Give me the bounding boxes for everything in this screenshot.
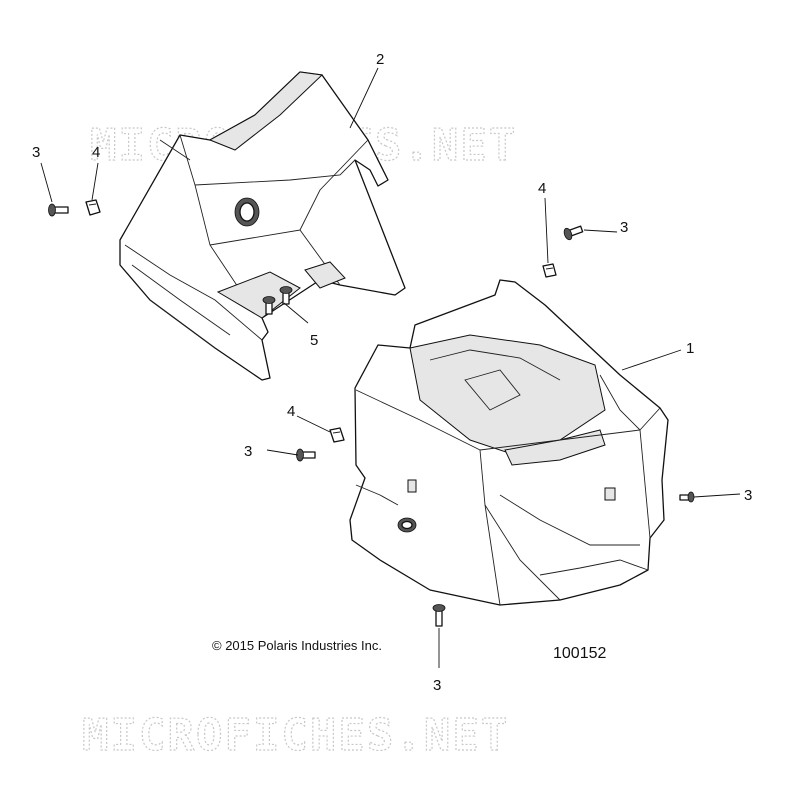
- figure-number: 100152: [553, 645, 607, 662]
- callout-1: 1: [686, 340, 694, 357]
- screw-3e: [432, 604, 446, 627]
- leader-4a: [91, 162, 99, 201]
- callout-4a: 4: [92, 144, 100, 161]
- leader-1: [621, 349, 682, 371]
- leader-4b: [544, 197, 549, 264]
- screw-3b: [563, 225, 584, 241]
- callout-3a: 3: [32, 144, 40, 161]
- callout-4b: 4: [538, 180, 546, 197]
- leader-5: [283, 302, 309, 324]
- callout-2: 2: [376, 51, 384, 68]
- callout-5: 5: [310, 332, 318, 349]
- clip-4c: [329, 427, 345, 443]
- callout-3e: 3: [433, 677, 441, 694]
- copyright-text: © 2015 Polaris Industries Inc.: [212, 638, 382, 653]
- clip-4a: [85, 199, 101, 216]
- leader-3a: [40, 162, 53, 203]
- screw-3d: [679, 491, 695, 503]
- callout-3d: 3: [744, 487, 752, 504]
- leader-3d: [693, 493, 741, 498]
- part-5-fasteners: [262, 286, 293, 315]
- leader-2: [349, 67, 379, 129]
- part-1-lower-cowl: [349, 279, 669, 606]
- callout-4c: 4: [287, 403, 295, 420]
- leader-3c: [266, 449, 299, 456]
- part-2-upper-cover: [119, 71, 406, 381]
- leader-3b: [583, 229, 618, 233]
- callout-3c: 3: [244, 443, 252, 460]
- watermark-bottom: MICROFICHES.NET: [82, 710, 509, 761]
- leader-4c: [296, 415, 331, 433]
- callout-3b: 3: [620, 219, 628, 236]
- clip-4b: [542, 263, 557, 278]
- screw-3c: [296, 448, 316, 462]
- screw-3a: [48, 203, 69, 217]
